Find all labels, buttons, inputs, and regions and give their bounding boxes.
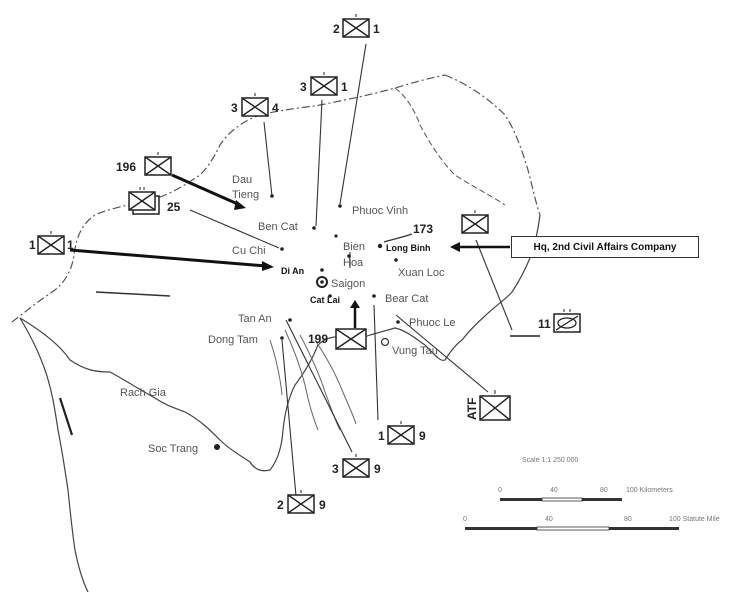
svg-text:1: 1 — [373, 22, 380, 36]
svg-text:1: 1 — [341, 80, 348, 94]
unit-symbol-173: 173 — [413, 210, 489, 236]
label-phuoc-le: Phuoc Le — [409, 317, 455, 329]
border-line — [394, 87, 506, 206]
label-phuoc-vinh: Phuoc Vinh — [352, 205, 408, 217]
arrow-head — [350, 300, 360, 308]
svg-text:0: 0 — [463, 516, 467, 523]
river-channel — [269, 339, 283, 396]
svg-text:173: 173 — [413, 222, 433, 236]
svg-text:80: 80 — [624, 516, 632, 523]
svg-text:ATF: ATF — [465, 398, 479, 420]
unit-symbol-2-1: 2 1 — [333, 14, 380, 38]
label-di-an: Di An — [281, 266, 304, 276]
label-cu-chi: Cu Chi — [232, 245, 266, 257]
svg-text:40: 40 — [550, 487, 558, 494]
svg-text:100 Statute Mile: 100 Statute Mile — [669, 516, 720, 523]
label-long-binh: Long Binh — [386, 243, 431, 253]
unit-symbol-199: 199 — [308, 328, 367, 350]
svg-text:4: 4 — [272, 101, 279, 115]
svg-text:100 Kilometers: 100 Kilometers — [626, 487, 673, 494]
town-dots — [214, 194, 400, 450]
border-line — [11, 74, 446, 323]
unit-symbol-11-armor: 11 — [538, 309, 581, 333]
coastline-west — [19, 317, 89, 593]
label-tan-an: Tan An — [238, 313, 272, 325]
svg-text:2: 2 — [333, 22, 340, 36]
label-cat-lai: Cat Lai — [310, 295, 340, 305]
vung-tau-marker-icon — [380, 337, 390, 347]
svg-text:80: 80 — [600, 487, 608, 494]
svg-text:3: 3 — [231, 101, 238, 115]
unit-symbol-2-9: 2 9 — [277, 490, 326, 514]
svg-text:196: 196 — [116, 160, 136, 174]
unit-symbol-25: 25 — [128, 187, 181, 215]
svg-text:199: 199 — [308, 332, 328, 346]
arrow-173 — [383, 233, 413, 243]
label-saigon: Saigon — [331, 278, 365, 290]
arrow-head — [234, 200, 246, 210]
label-xuan-loc: Xuan Loc — [398, 267, 445, 279]
border-line — [444, 74, 541, 216]
svg-text:1: 1 — [29, 238, 36, 252]
arrow-head — [450, 242, 460, 252]
svg-text:11: 11 — [538, 317, 551, 331]
scale-bar: Scale 1:1 250 000 0 40 80 100 Kilometers… — [463, 457, 720, 531]
label-dau-1: Dau — [232, 174, 252, 186]
svg-text:3: 3 — [332, 462, 339, 476]
svg-text:3: 3 — [300, 80, 307, 94]
svg-text:Scale 1:1 250 000: Scale 1:1 250 000 — [522, 457, 579, 464]
label-dong-tam: Dong Tam — [208, 334, 258, 346]
svg-text:2: 2 — [277, 498, 284, 512]
svg-text:40: 40 — [545, 516, 553, 523]
unit-symbol-3-1: 3 1 — [300, 72, 348, 96]
svg-text:9: 9 — [374, 462, 381, 476]
unit-symbol-196: 196 — [116, 152, 172, 176]
arrow-1-1 — [69, 248, 267, 268]
unit-symbol-3-4: 3 4 — [231, 93, 279, 117]
boundary-fragment — [95, 291, 171, 297]
arrow-head — [262, 261, 274, 271]
label-bear-cat: Bear Cat — [385, 293, 428, 305]
hq-callout-label: Hq, 2nd Civil Affairs Company — [511, 236, 699, 258]
label-bien-2: Hoa — [343, 257, 364, 269]
label-rach-gia: Rach Gia — [120, 387, 167, 399]
leader-lines — [189, 43, 513, 497]
unit-symbol-atf: ATF — [465, 390, 511, 421]
label-soc-trang: Soc Trang — [148, 443, 198, 455]
svg-text:1: 1 — [378, 429, 385, 443]
label-dau-2: Tieng — [232, 189, 259, 201]
unit-symbol-1-1: 1 1 — [29, 231, 74, 255]
unit-symbol-3-9: 3 9 — [332, 454, 381, 478]
river-channel — [314, 339, 357, 425]
label-vung-tau: Vung Tau — [392, 345, 438, 357]
svg-text:9: 9 — [319, 498, 326, 512]
svg-text:1: 1 — [67, 238, 74, 252]
saigon-marker-center — [320, 280, 324, 284]
arrow-196 — [171, 173, 241, 207]
boundary-fragment — [58, 397, 74, 436]
svg-text:25: 25 — [167, 200, 181, 214]
label-ben-cat: Ben Cat — [258, 221, 298, 233]
svg-text:9: 9 — [419, 429, 426, 443]
unit-symbol-1-9: 1 9 — [378, 421, 426, 445]
label-bien-1: Bien — [343, 241, 365, 253]
svg-text:0: 0 — [498, 487, 502, 494]
river-channel — [284, 329, 319, 431]
